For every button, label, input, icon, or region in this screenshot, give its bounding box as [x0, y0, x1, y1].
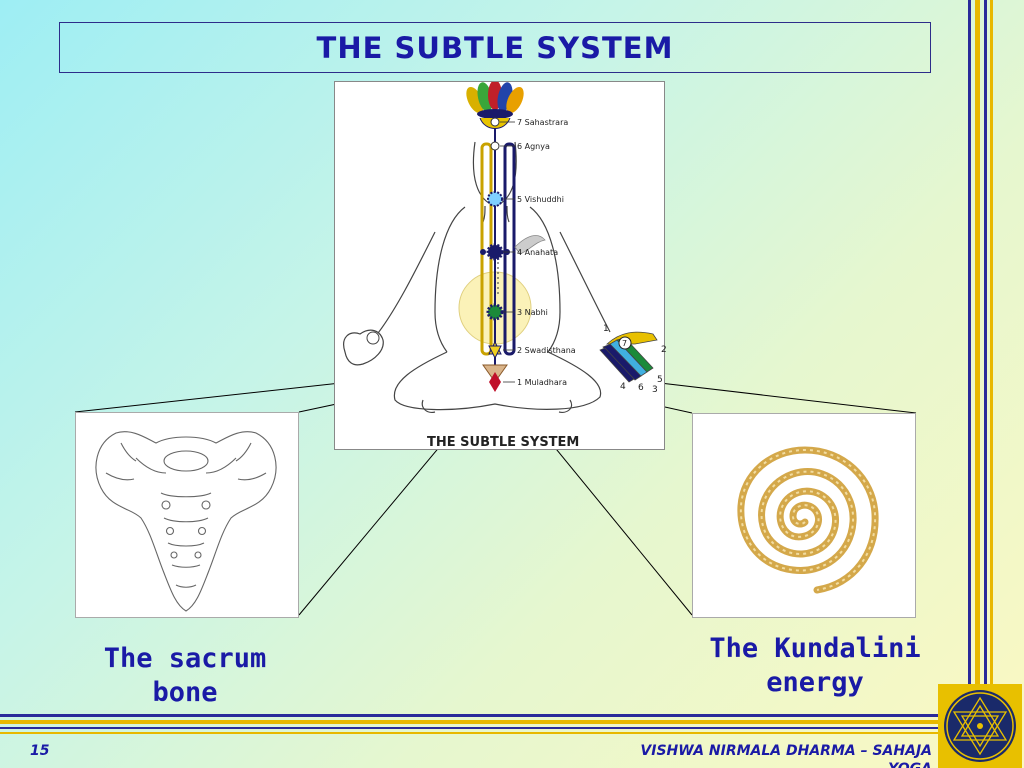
anahata-marker	[480, 235, 546, 261]
sacrum-caption: The sacrum bone	[80, 642, 290, 710]
label-muladhara: 1 Muladhara	[517, 378, 567, 387]
slide-title: THE SUBTLE SYSTEM	[316, 30, 674, 65]
kundalini-caption-line-1: The Kundalini	[709, 633, 921, 664]
sacrum-drawing	[95, 431, 277, 612]
hand-number-4: 4	[620, 382, 626, 392]
hand-number-3: 3	[652, 385, 658, 395]
vishuddhi-marker	[487, 191, 503, 207]
hand-number-5: 5	[657, 375, 663, 385]
right-channel	[503, 142, 516, 356]
frame-vline-blue-2	[984, 0, 987, 768]
kundalini-caption: The Kundalini energy	[690, 632, 940, 700]
kundalini-spiral	[737, 446, 879, 594]
label-agnya: 6 Agnya	[517, 142, 550, 151]
hand-number-6: 6	[638, 383, 644, 393]
sahastrara-lotus	[466, 80, 524, 129]
hand-number-2: 2	[661, 345, 666, 355]
sacrum-bone-image	[75, 412, 299, 618]
sacrum-caption-line-2: bone	[152, 677, 218, 708]
footer-text: VISHWA NIRMALA DHARMA – SAHAJA YOGA	[640, 743, 932, 768]
label-swadisthana: 2 Swadisthana	[517, 346, 576, 355]
title-box: THE SUBTLE SYSTEM	[59, 22, 931, 73]
feet-outline	[421, 399, 573, 413]
agnya-marker	[490, 141, 500, 151]
frame-vline-gold-1	[975, 0, 980, 768]
label-sahastrara: 7 Sahastrara	[517, 118, 568, 127]
swadisthana-marker	[488, 340, 502, 360]
subtle-system-drawing: 7 Sahastrara 6 Agnya 5 Vishuddhi 4 Anaha…	[343, 80, 667, 450]
page-number: 15	[30, 743, 50, 759]
figure-caption: THE SUBTLE SYSTEM	[427, 435, 579, 450]
subtle-system-figure: 7 Sahastrara 6 Agnya 5 Vishuddhi 4 Anaha…	[334, 80, 667, 450]
right-hand: 7 1 2 4 6 3 5	[599, 324, 667, 395]
hand-circle-number: 7	[622, 339, 627, 348]
nabhi-marker	[486, 303, 504, 321]
sacrum-caption-line-1: The sacrum	[103, 643, 267, 674]
kundalini-caption-line-2: energy	[766, 667, 864, 698]
frame-hline-gold-2	[0, 732, 945, 734]
label-anahata: 4 Anahata	[517, 248, 558, 257]
frame-vline-gold-2	[990, 0, 993, 768]
frame-hline-blue-2	[0, 727, 945, 729]
frame-hline-gold-1	[0, 720, 945, 724]
frame-vline-blue-1	[968, 0, 971, 768]
frame-hline-blue-1	[0, 714, 945, 717]
sahaja-yoga-logo	[938, 684, 1022, 768]
label-vishuddhi: 5 Vishuddhi	[517, 195, 564, 204]
left-hand	[343, 329, 384, 366]
kundalini-spiral-image	[692, 413, 916, 618]
label-nabhi: 3 Nabhi	[517, 308, 548, 317]
muladhara-marker	[482, 364, 508, 392]
right-arm-outline	[559, 231, 611, 333]
hand-number-1: 1	[603, 324, 609, 334]
legs-outline	[393, 351, 602, 411]
torso-outline	[434, 206, 561, 353]
